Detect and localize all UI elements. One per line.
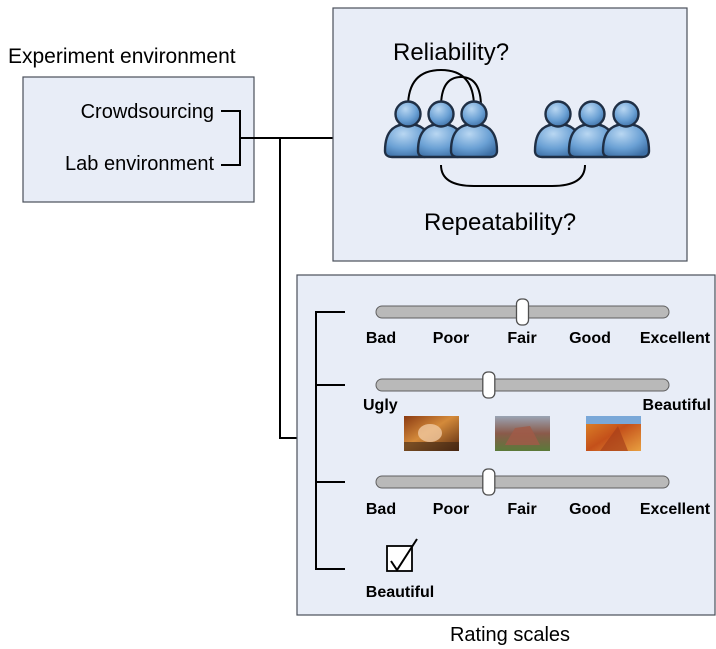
scale1-label-excellent: Excellent	[640, 330, 711, 347]
experiment-heading: Experiment environment	[8, 45, 236, 68]
slider-thumb-1[interactable]	[515, 298, 530, 326]
scale3-label-bad: Bad	[366, 501, 396, 518]
checkbox-icon[interactable]	[386, 538, 418, 572]
scale3-label-excellent: Excellent	[640, 501, 711, 518]
scale1-label-good: Good	[569, 330, 611, 347]
rating-scales-caption: Rating scales	[450, 624, 570, 646]
repeatability-label: Repeatability?	[424, 209, 576, 236]
scale1-label-fair: Fair	[507, 330, 536, 347]
scale2-label-ugly: Ugly	[363, 397, 398, 414]
slider-track-3[interactable]	[375, 475, 670, 489]
group-right	[533, 100, 651, 159]
scale1-label-bad: Bad	[366, 330, 396, 347]
image-thumbnail	[586, 416, 641, 451]
scale1-label-poor: Poor	[433, 330, 469, 347]
slider-thumb-2[interactable]	[482, 371, 496, 399]
slider-track-2[interactable]	[375, 378, 670, 392]
scales-bracket	[315, 311, 345, 570]
option-lab-environment: Lab environment	[65, 153, 214, 175]
scale2-label-beautiful: Beautiful	[643, 397, 711, 414]
image-thumbnail	[404, 416, 459, 451]
option-crowdsourcing: Crowdsourcing	[81, 101, 214, 123]
reliability-arc-2	[440, 75, 482, 108]
scale3-label-fair: Fair	[507, 501, 536, 518]
repeatability-bracket	[440, 164, 586, 187]
scale3-label-poor: Poor	[433, 501, 469, 518]
experiment-box	[22, 76, 255, 203]
checkbox-label: Beautiful	[366, 584, 434, 601]
group-left	[383, 100, 499, 159]
slider-thumb-3[interactable]	[482, 468, 496, 496]
image-thumbnail	[495, 416, 550, 451]
reliability-arc-1	[407, 68, 475, 108]
scale3-label-good: Good	[569, 501, 611, 518]
reliability-label: Reliability?	[393, 39, 509, 66]
